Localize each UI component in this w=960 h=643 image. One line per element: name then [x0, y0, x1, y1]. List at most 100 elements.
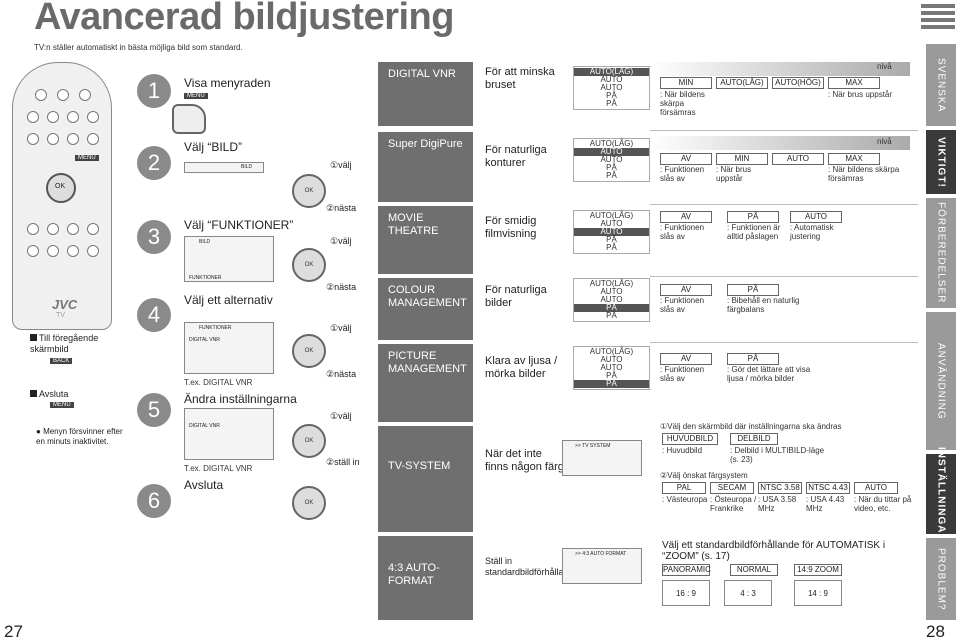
desc-digital-vnr: För att minska bruset: [485, 66, 555, 91]
dial-select: ①välj: [330, 160, 352, 170]
option-note: : När bildens skärpa försämras: [828, 165, 900, 183]
remote-button: [87, 223, 99, 235]
back-key[interactable]: BACK: [50, 358, 73, 364]
ok-dial[interactable]: OK: [292, 424, 326, 458]
option-note: : När brus uppstår: [828, 90, 893, 99]
option-ntsc-358[interactable]: NTSC 3.58: [758, 482, 802, 494]
ratio-4-3: 4 : 3: [724, 580, 772, 606]
step-number: 1: [137, 74, 171, 108]
remote-button: [67, 245, 79, 257]
desc-colour-management: För naturliga bilder: [485, 284, 547, 309]
option-min[interactable]: MIN: [660, 77, 712, 89]
feature-4-3-auto-format: 4:3 AUTO-FORMAT: [378, 536, 473, 620]
tv-label: TV: [56, 312, 65, 319]
option-normal[interactable]: NORMAL: [730, 564, 778, 576]
option-pal[interactable]: PAL: [662, 482, 706, 494]
option-av[interactable]: AV: [660, 284, 712, 296]
tab-viktigt[interactable]: VIKTIGT!: [926, 130, 956, 194]
option-note: : När brus uppstår: [716, 165, 752, 183]
option-note: : Funktionen slås av: [660, 365, 705, 383]
dial-select: ①välj: [330, 411, 352, 421]
tab-problem[interactable]: PROBLEM?: [926, 538, 956, 620]
divider: [650, 342, 918, 343]
tab-svenska[interactable]: SVENSKA: [926, 44, 956, 126]
remote-button: [27, 245, 39, 257]
ok-button[interactable]: OK: [46, 173, 76, 203]
option-auto[interactable]: AUTO: [854, 482, 898, 494]
option-min[interactable]: MIN: [716, 153, 768, 165]
option-max[interactable]: MAX: [828, 77, 880, 89]
option-note: : Östeuropa / Frankrike: [710, 495, 757, 513]
option-ntsc-443[interactable]: NTSC 4.43: [806, 482, 850, 494]
menu-key[interactable]: MENU: [75, 155, 99, 161]
hand-icon: [172, 104, 206, 134]
ratio-16-9: 16 : 9: [662, 580, 710, 606]
option-av[interactable]: AV: [660, 211, 712, 223]
feature-tv-system: TV-SYSTEM: [378, 426, 473, 532]
feature-colour-management: COLOUR MANAGEMENT: [378, 278, 473, 340]
desc-4-3-auto-format: Ställ in standardbildförhållande: [485, 556, 579, 577]
tv-system-screen: >> TV SYSTEM: [562, 440, 642, 476]
option-14-9-zoom[interactable]: 14:9 ZOOM: [794, 564, 842, 576]
dial-next: ②nästa: [326, 282, 357, 292]
option-note: : Västeuropa: [662, 495, 708, 504]
digital-vnr-screen: DIGITAL VNR: [184, 408, 274, 460]
tab-installningar[interactable]: INSTÄLLNINGAR: [926, 447, 956, 541]
option-max[interactable]: MAX: [828, 153, 880, 165]
remote-button: [87, 245, 99, 257]
remote-button: [47, 111, 59, 123]
remote-button: [67, 111, 79, 123]
remote-button: [87, 111, 99, 123]
level-label: nivå: [877, 137, 892, 146]
step-number: 3: [137, 220, 171, 254]
option-auto-high[interactable]: AUTO(HÖG): [772, 77, 824, 89]
option-pa[interactable]: PÅ: [727, 284, 779, 296]
option-delbild[interactable]: DELBILD: [730, 433, 778, 445]
ok-dial[interactable]: OK: [292, 248, 326, 282]
option-auto[interactable]: AUTO: [790, 211, 842, 223]
option-huvudbild[interactable]: HUVUDBILD: [662, 433, 718, 445]
step-text: Visa menyraden: [184, 76, 271, 90]
option-av[interactable]: AV: [660, 353, 712, 365]
option-note: : Gör det lättare att visa ljusa / mörka…: [727, 365, 811, 383]
remote-button: [47, 245, 59, 257]
brand-logo: JVC: [52, 297, 78, 312]
ok-dial[interactable]: OK: [292, 486, 326, 520]
note-auto-hide: ● Menyn försvinner efter en minuts inakt…: [36, 427, 123, 446]
option-secam[interactable]: SECAM: [710, 482, 754, 494]
menu-key-exit[interactable]: MENU: [50, 402, 74, 408]
step-number: 5: [137, 393, 171, 427]
step-text: Avsluta: [184, 478, 224, 492]
ratio-14-9: 14 : 9: [794, 580, 842, 606]
ok-dial[interactable]: OK: [292, 334, 326, 368]
tab-forberedelser[interactable]: FÖRBEREDELSER: [926, 198, 956, 308]
format-intro: Välj ett standardbildförhållande för AUT…: [662, 540, 886, 562]
step-text: Välj ett alternativ: [184, 293, 273, 307]
feature-movie-theatre: MOVIE THEATRE: [378, 206, 473, 274]
option-auto[interactable]: AUTO: [772, 153, 824, 165]
page-subtitle: TV:n ställer automatiskt in bästa möjlig…: [34, 43, 243, 52]
divider: [650, 130, 918, 131]
tab-anvandning[interactable]: ANVÄNDNING: [926, 312, 956, 450]
remote-button: [57, 89, 69, 101]
note-previous: Till föregående skärmbild: [30, 333, 99, 354]
option-pa[interactable]: PÅ: [727, 353, 779, 365]
menu-key-step[interactable]: MENU: [184, 93, 208, 99]
divider: [650, 204, 918, 205]
option-note: : Bibehåll en naturlig färgbalans: [727, 296, 800, 314]
option-note: : Funktionen är alltid påslagen: [727, 223, 781, 241]
option-auto-low[interactable]: AUTO(LÅG): [716, 77, 768, 89]
remote-button: [87, 133, 99, 145]
divider: [650, 276, 918, 277]
option-pa[interactable]: PÅ: [727, 211, 779, 223]
level-gradient: [650, 62, 910, 76]
dial-set: ②ställ in: [326, 457, 360, 467]
ok-dial[interactable]: OK: [292, 174, 326, 208]
option-av[interactable]: AV: [660, 153, 712, 165]
option-panoramic[interactable]: PANORAMIC: [662, 564, 711, 576]
option-note: : Funktionen slås av: [660, 165, 705, 183]
level-label: nivå: [877, 62, 892, 71]
